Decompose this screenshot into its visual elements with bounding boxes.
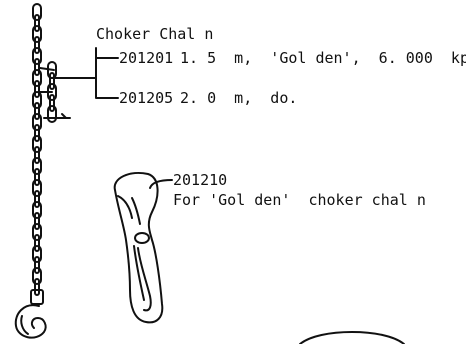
chain-link <box>32 113 42 131</box>
chain-link <box>34 80 40 98</box>
chain-link <box>34 102 40 120</box>
part-201210-number: 201210 <box>173 171 228 189</box>
chain-toggle-bar <box>43 113 71 119</box>
partial-circle-edge <box>299 331 405 344</box>
part-201205-number: 201205 <box>119 89 174 107</box>
chain-link <box>32 47 42 65</box>
chain-link <box>34 190 40 208</box>
chain-link <box>34 278 40 296</box>
chain-link <box>32 25 42 43</box>
leader-line-chain <box>49 47 119 99</box>
choker-hook-drawing <box>113 172 164 324</box>
chain-link <box>32 179 42 197</box>
chain-link <box>32 223 42 241</box>
leader-line-hook <box>149 179 173 189</box>
chain-link <box>34 256 40 274</box>
chain-link <box>32 69 42 87</box>
part-201201-spec: 1. 5 m, 'Gol den', 6. 000 kp <box>180 49 466 67</box>
chain-link <box>34 168 40 186</box>
end-hook-drawing <box>14 289 47 339</box>
chain-link <box>34 234 40 252</box>
chain-link <box>34 124 40 142</box>
choker-chain-drawing <box>32 3 42 296</box>
chain-link <box>32 245 42 263</box>
part-201210-description: For 'Gol den' choker chal n <box>173 191 426 209</box>
chain-link <box>34 36 40 54</box>
chain-link <box>32 267 42 285</box>
chain-connector <box>39 67 55 93</box>
chain-link <box>34 14 40 32</box>
chain-link <box>32 135 42 153</box>
chain-link <box>32 157 42 175</box>
chain-link <box>49 94 55 112</box>
chain-link <box>34 212 40 230</box>
chain-link <box>32 3 42 21</box>
chain-link <box>34 58 40 76</box>
part-201201-number: 201201 <box>119 49 174 67</box>
chain-link <box>32 201 42 219</box>
chain-group-title: Choker Chal n <box>96 25 214 43</box>
chain-link <box>32 91 42 109</box>
chain-link <box>47 105 57 123</box>
part-201205-spec: 2. 0 m, do. <box>180 89 298 107</box>
chain-link <box>49 72 55 90</box>
chain-link <box>34 146 40 164</box>
